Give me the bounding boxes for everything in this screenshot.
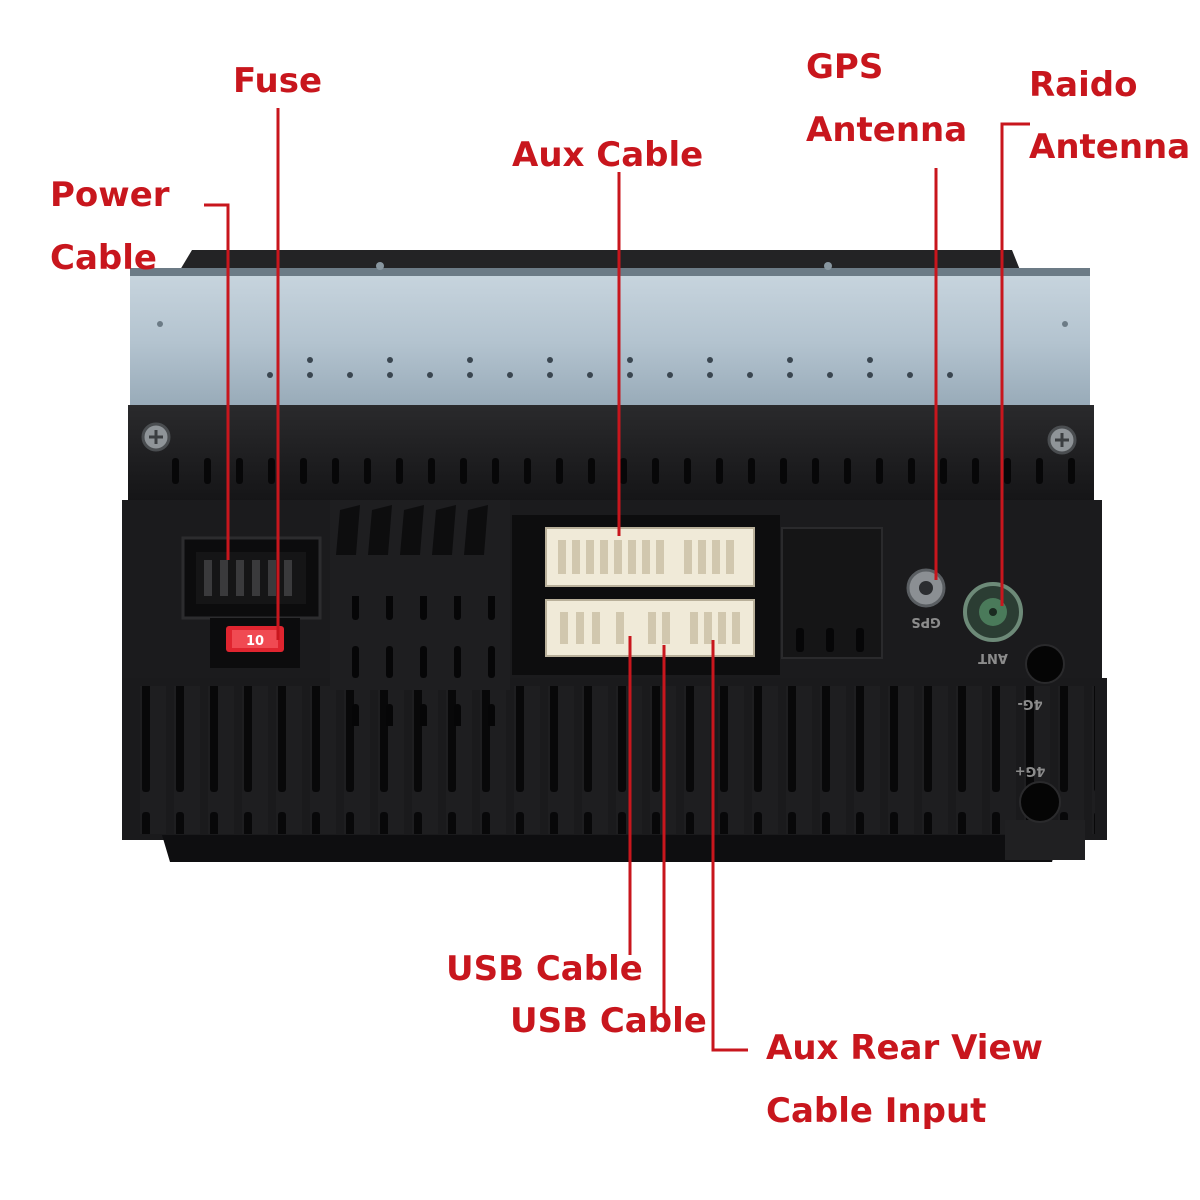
- 4g-pos-marking: 4G+: [1015, 763, 1046, 778]
- radio-antenna-label-line2: Antenna: [1029, 127, 1191, 167]
- gps-antenna-label-line1: GPS: [806, 47, 884, 87]
- ant-port-marking: ANT: [978, 650, 1008, 665]
- middle-vent-block: [330, 500, 510, 726]
- leader-lines: [204, 108, 1030, 1052]
- gps-port-marking: GPS: [911, 614, 941, 629]
- power-leader: [204, 203, 230, 560]
- aux-rear-view-label-line2: Cable Input: [766, 1091, 987, 1131]
- fuse-label: Fuse: [233, 61, 323, 101]
- radio-leader: [1000, 122, 1030, 606]
- power-cable-label-line2: Cable: [50, 238, 157, 278]
- gps-antenna-label-line2: Antenna: [806, 110, 968, 150]
- fuse-rating: 10: [246, 634, 264, 649]
- radio-antenna-port: ANT: [963, 582, 1023, 665]
- usb-cable-label-1: USB Cable: [446, 949, 643, 989]
- data-connectors: [512, 515, 780, 675]
- right-cover: [781, 527, 883, 659]
- radio-antenna-label-line1: Raido: [1029, 65, 1138, 105]
- screw-right: [1047, 425, 1077, 455]
- screw-left: [141, 422, 171, 452]
- 4g-ports: 4G- 4G+: [1015, 644, 1065, 823]
- fuse-body: 10: [226, 626, 284, 652]
- rear-panel: [122, 405, 1107, 862]
- metal-housing: [130, 250, 1090, 418]
- power-cable-label-line1: Power: [50, 175, 170, 215]
- aux-rear-leader: [711, 640, 748, 1052]
- aux-rear-view-label-line1: Aux Rear View: [766, 1028, 1043, 1068]
- usb-cable-label-2: USB Cable: [510, 1001, 707, 1041]
- 4g-neg-marking: 4G-: [1017, 696, 1042, 711]
- gps-port: GPS: [906, 568, 946, 629]
- aux-cable-label: Aux Cable: [512, 135, 704, 175]
